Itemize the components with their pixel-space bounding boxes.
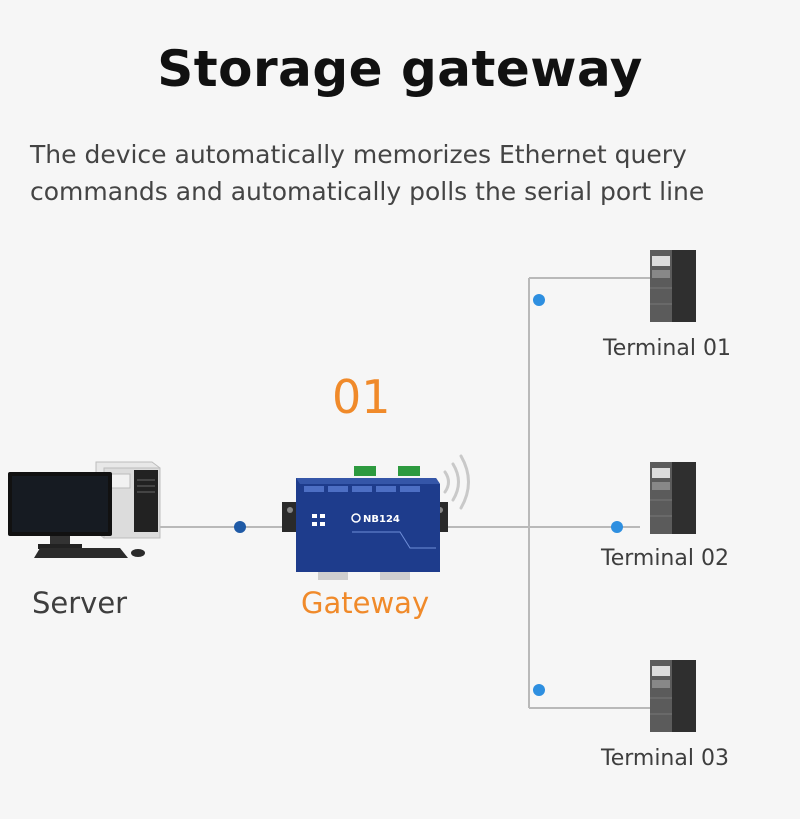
server-label: Server (32, 586, 128, 620)
diagram-title: Storage gateway (157, 40, 643, 98)
step-number: 01 (332, 370, 391, 424)
wireless-signal-icon (443, 454, 470, 510)
server-link-dot (234, 521, 246, 533)
terminal-02-dot (611, 521, 623, 533)
description-line-2: commands and automatically polls the ser… (30, 177, 705, 206)
terminal-03-icon (650, 660, 696, 732)
gateway-label: Gateway (301, 586, 430, 620)
connection-lines (155, 277, 650, 709)
terminal-01-icon (650, 250, 696, 322)
terminal-03-dot (533, 684, 545, 696)
device-model-label: NB124 (363, 514, 400, 525)
gateway-device-icon: NB124 (282, 466, 448, 580)
terminal-01-dot (533, 294, 545, 306)
terminal-02-icon (650, 462, 696, 534)
terminal-03-label: Terminal 03 (601, 746, 729, 771)
server-computer-icon (8, 461, 161, 558)
description-line-1: The device automatically memorizes Ether… (30, 140, 687, 169)
diagram-description: The device automatically memorizes Ether… (30, 136, 790, 210)
terminal-02-label: Terminal 02 (601, 546, 729, 571)
terminal-01-label: Terminal 01 (603, 336, 731, 361)
